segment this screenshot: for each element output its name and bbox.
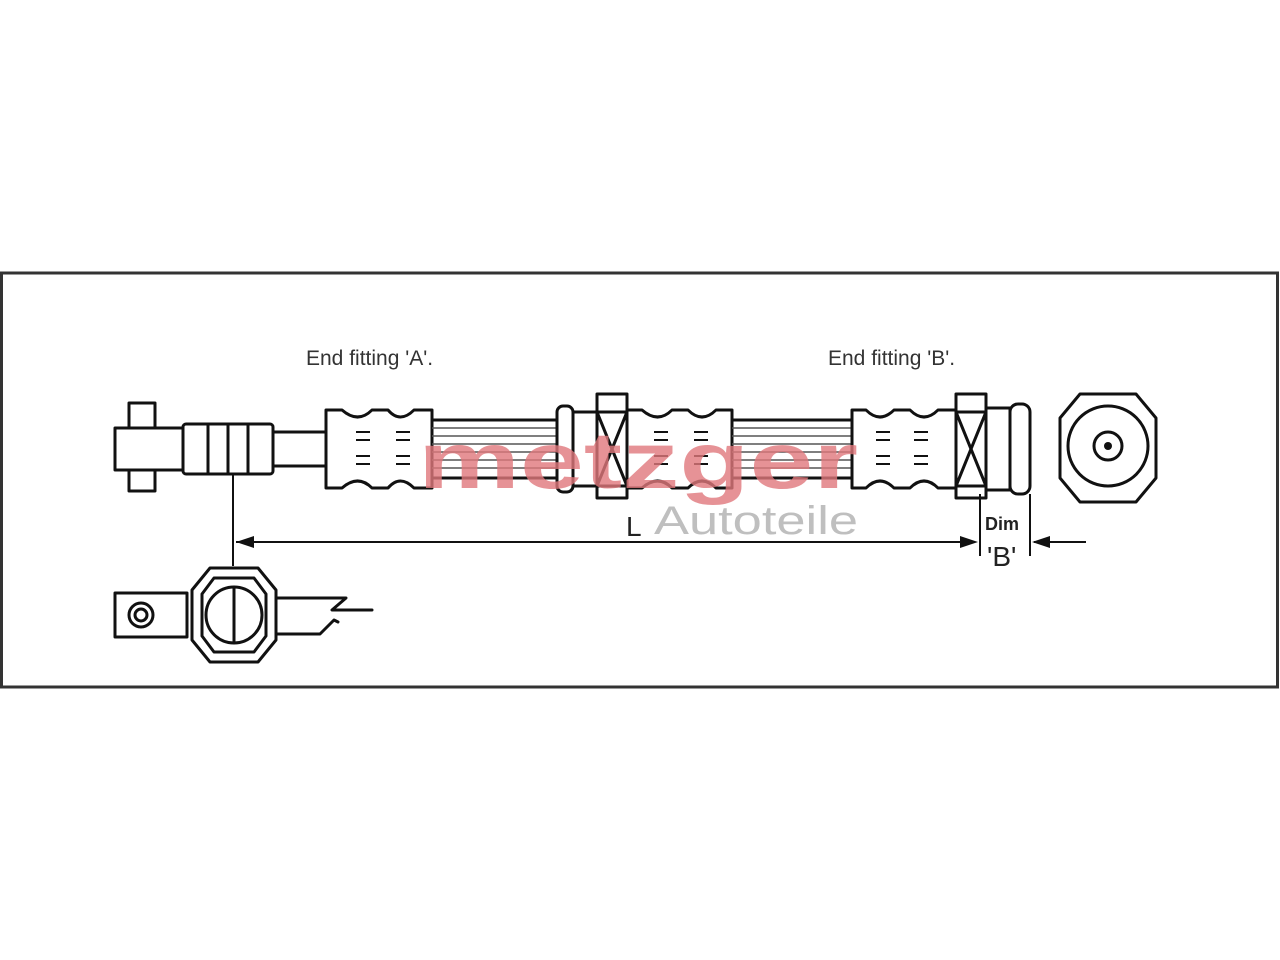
dim-b-label: 'B'	[987, 541, 1016, 572]
watermark-subtitle: Autoteile	[654, 499, 858, 543]
end-fitting-a-label: End fitting 'A'.	[306, 347, 433, 370]
end-view-fitting-b	[1058, 392, 1158, 504]
crimp-ferrule-a	[324, 408, 434, 490]
hex-fitting-b	[954, 392, 1032, 500]
dim-b-dimension: Dim 'B'	[979, 494, 1086, 572]
end-fitting-b-label: End fitting 'B'.	[828, 347, 955, 370]
watermark-brand: metzger	[418, 416, 858, 505]
length-label: L	[626, 511, 642, 542]
middle-bracket-fitting	[555, 392, 734, 500]
banjo-bottom-view	[113, 566, 374, 664]
hose-section-1	[430, 418, 560, 480]
metzger-watermark: metzger Autoteile	[418, 416, 858, 543]
length-dimension: L	[236, 511, 978, 548]
banjo-fitting-a	[113, 401, 328, 493]
crimp-ferrule-b	[850, 408, 958, 490]
dim-label: Dim	[985, 514, 1019, 534]
